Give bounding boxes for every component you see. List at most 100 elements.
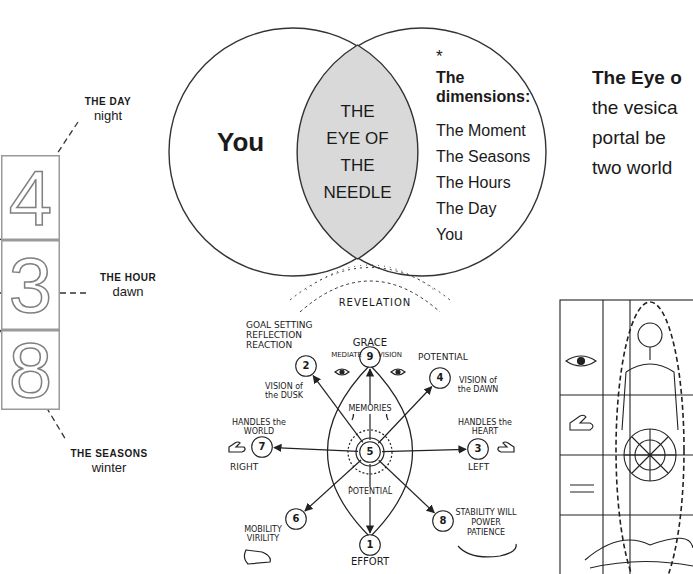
grid-line xyxy=(602,300,603,574)
hand-icon xyxy=(498,442,514,452)
callout-circle: 7 xyxy=(251,436,273,458)
callout-circle: 8 xyxy=(432,510,454,532)
torso xyxy=(622,347,678,430)
callout-ring xyxy=(430,368,451,389)
callout-circle: 9 xyxy=(359,346,381,368)
head xyxy=(638,323,662,347)
diagram-label: RIGHT xyxy=(230,462,270,473)
diagram-label: POTENTIAL xyxy=(346,487,394,497)
callout-ring xyxy=(468,439,489,460)
crossed-legs xyxy=(585,538,693,568)
box-number: 4 xyxy=(0,159,63,237)
diagram-label: REVELATION xyxy=(339,297,412,309)
diagram-label: EFFORT xyxy=(351,556,389,568)
dimension-heading: THE HOUR xyxy=(92,272,164,284)
callout-circle: 5 xyxy=(359,441,381,463)
revelation-rays xyxy=(290,265,450,312)
callout-circle: 3 xyxy=(467,438,489,460)
callout-ring xyxy=(296,356,317,377)
lens-text: THE EYE OF THE NEEDLE xyxy=(322,98,394,206)
circle-text: The dimensions: xyxy=(436,68,536,106)
chakra xyxy=(624,429,676,481)
eye-icon xyxy=(391,369,405,375)
arrow-connector xyxy=(382,449,466,451)
eye-icon xyxy=(335,369,349,375)
callout-ring xyxy=(286,509,307,530)
callout-number: 7 xyxy=(251,436,273,458)
body-text: The Eye o xyxy=(592,66,682,89)
number-box: 3 xyxy=(0,240,63,330)
pupil xyxy=(578,358,585,365)
callout-number: 8 xyxy=(432,510,454,532)
callout-number: 6 xyxy=(285,508,307,530)
body-text: two world xyxy=(592,156,672,179)
callout-circle: 2 xyxy=(295,355,317,377)
circle-text: * xyxy=(436,47,443,67)
diagram-label: MOBILITY VIRILITY xyxy=(236,525,290,543)
chakra-spokes xyxy=(624,429,676,481)
node-outline xyxy=(297,45,418,259)
diagram-label: POTENTIAL xyxy=(418,352,478,363)
callout-number: 4 xyxy=(429,367,451,389)
circle-text: The Hours xyxy=(436,173,511,192)
circle-text: You xyxy=(217,128,264,157)
callout-circle: 4 xyxy=(429,367,451,389)
box-number: 8 xyxy=(0,331,63,409)
aura xyxy=(616,302,684,574)
box-number: 3 xyxy=(0,246,63,324)
ray-arc xyxy=(306,265,434,290)
callout-circle: 6 xyxy=(285,508,307,530)
hand-icon xyxy=(229,442,245,452)
callout-ring xyxy=(252,437,273,458)
seated-figure xyxy=(560,300,693,574)
arrow-connector xyxy=(305,460,361,511)
arrow-connector xyxy=(274,448,358,452)
body-text: the vesica xyxy=(592,96,678,119)
diagram-label: HANDLES the HEART xyxy=(452,418,518,436)
dimension-heading: THE DAY xyxy=(78,96,138,108)
diagram-label: GOAL SETTING REFLECTION REACTION xyxy=(246,320,328,350)
arrow-connector xyxy=(378,387,432,444)
callout-number: 1 xyxy=(359,534,381,556)
callout-ring xyxy=(433,511,454,532)
foot-icon xyxy=(458,544,516,557)
diagram-label: MEMORIES xyxy=(346,404,393,414)
grid-line xyxy=(560,514,693,515)
callout-number: 3 xyxy=(467,438,489,460)
circle-outline xyxy=(298,28,546,276)
callout-ring xyxy=(360,347,381,368)
pupil xyxy=(396,370,400,374)
pupil xyxy=(340,370,344,374)
diagram-label: VISION of the DUSK xyxy=(258,382,310,400)
callout-number: 2 xyxy=(295,355,317,377)
diagram-label: VISION of the DAWN xyxy=(452,376,504,394)
diagram-label: MEDIATE xyxy=(318,351,362,359)
number-box: 4 xyxy=(0,155,63,240)
body-text: portal be xyxy=(592,126,666,149)
callout-ring xyxy=(360,535,381,556)
grid-marks xyxy=(570,485,594,492)
ray-arc xyxy=(290,268,450,301)
callout-ring xyxy=(360,442,381,463)
circle-text: The Day xyxy=(436,199,496,218)
diagram-label: HANDLES the WORLD xyxy=(226,418,292,436)
hand-icon xyxy=(570,415,593,430)
eye-icon xyxy=(566,356,596,366)
figure-grid xyxy=(560,300,693,574)
number-box: 8 xyxy=(0,330,63,410)
ray-arc xyxy=(300,281,440,312)
lens-outline xyxy=(297,45,418,259)
vesica-lens: THE EYE OF THE NEEDLE xyxy=(297,45,418,259)
dimension-value: night xyxy=(78,108,138,124)
circle-text: The Moment xyxy=(436,121,526,140)
callout-circle: 1 xyxy=(359,534,381,556)
circle-outline xyxy=(169,28,417,276)
arrow-connector xyxy=(369,464,370,533)
grid-line xyxy=(560,394,693,395)
diagram-label: VISION xyxy=(378,351,418,359)
diagram-label: GRACE xyxy=(353,337,387,349)
dimension-value: winter xyxy=(62,460,156,476)
circle-text: The Seasons xyxy=(436,147,530,166)
energy-body xyxy=(229,365,516,564)
